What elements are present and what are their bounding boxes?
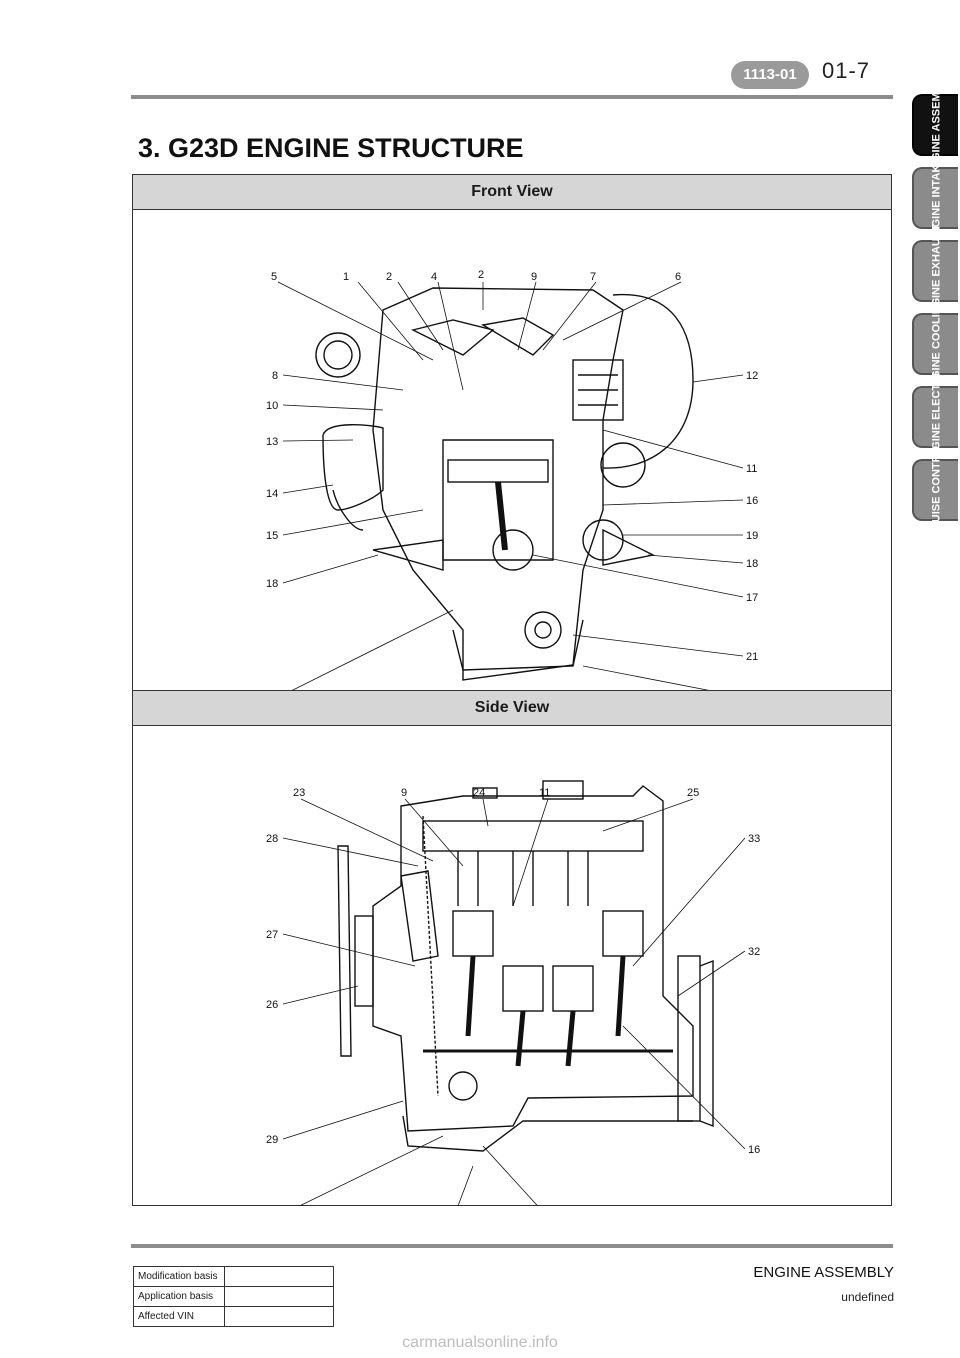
page-number: 01-7 [822,58,871,83]
callout-label: 25 [687,787,699,799]
header-divider [131,95,893,99]
callout-label: 11 [746,463,757,475]
tab-engine-cooling[interactable]: ENGINE COOLING [912,298,958,394]
callout-label: 19 [746,530,758,542]
table-row: Affected VIN [133,1306,334,1327]
table-row: Application basis [133,1286,334,1307]
tab-engine-intake[interactable]: ENGINE INTAKE [912,157,958,243]
callout-label: 9 [531,271,537,283]
tab-label: CRUISE CONTRO [930,445,943,539]
watermark: carmanualsonline.info [402,1334,558,1351]
footer-subtitle: undefined [841,1290,894,1304]
page-title: 3. G23D ENGINE STRUCTURE [138,133,524,163]
callout-label: 13 [266,436,278,448]
callout-label: 21 [746,651,758,663]
callout-label: 8 [272,370,278,382]
front-callouts: 5 1 2 4 2 9 7 6 8 10 13 14 15 18 20 12 1… [266,269,758,691]
leader-lines [282,798,746,1206]
callout-label: 12 [746,370,758,382]
callout-label: 33 [748,833,760,845]
footer-section-title: ENGINE ASSEMBLY [753,1264,894,1281]
side-view-heading: Side View [133,691,891,726]
callout-label: 14 [266,488,278,500]
callout-label: 32 [748,946,760,958]
callout-label: 9 [401,787,407,799]
tab-engine-assembly[interactable]: ENGINE ASSEMBL [912,78,958,176]
callout-label: 4 [431,271,437,283]
section-code-badge: 1113-01 [731,61,809,89]
tab-engine-electrical[interactable]: ENGINE ELECTRI [912,373,958,465]
side-view-panel: Side View [132,690,892,1206]
side-view-diagram: 23 9 24 11 25 28 27 26 29 31 33 32 16 22… [266,780,760,1206]
callout-label: 16 [746,495,758,507]
callout-label: 17 [746,592,758,604]
callout-label: 1 [343,271,349,283]
front-view-diagram: 5 1 2 4 2 9 7 6 8 10 13 14 15 18 20 12 1… [266,269,758,691]
callout-label: 26 [266,999,278,1011]
callout-label: 23 [293,787,305,799]
callout-label: 29 [266,1134,278,1146]
callout-label: 24 [473,787,485,799]
table-key: Modification basis [133,1266,225,1287]
callout-label: 5 [271,271,277,283]
callout-label: 15 [266,530,278,542]
engine-side-illustration [337,780,714,1152]
callout-label: 18 [746,558,758,570]
callout-label: 2 [386,271,392,283]
engine-front-illustration [315,287,694,681]
revision-table: Modification basis Application basis Aff… [133,1266,334,1327]
callout-label: 7 [590,271,596,283]
side-callouts: 23 9 24 11 25 28 27 26 29 31 33 32 16 22… [266,787,760,1156]
callout-label: 11 [539,787,550,799]
callout-label: 10 [266,400,278,412]
callout-label: 18 [266,578,278,590]
front-view-panel: Front View [132,174,892,691]
table-row: Modification basis [133,1266,334,1287]
tab-cruise-control[interactable]: CRUISE CONTRO [912,446,958,538]
callout-label: 2 [478,269,484,281]
callout-label: 27 [266,929,278,941]
table-value [224,1306,334,1327]
leader-lines [277,281,744,691]
table-key: Affected VIN [133,1306,225,1327]
table-value [224,1266,334,1287]
table-value [224,1286,334,1307]
callout-label: 6 [675,271,681,283]
callout-label: 28 [266,833,278,845]
table-key: Application basis [133,1286,225,1307]
tab-engine-exhaust[interactable]: ENGINE EXHAUST [912,224,958,322]
callout-label: 16 [748,1144,760,1156]
front-view-heading: Front View [133,175,891,210]
footer-divider [131,1244,893,1248]
